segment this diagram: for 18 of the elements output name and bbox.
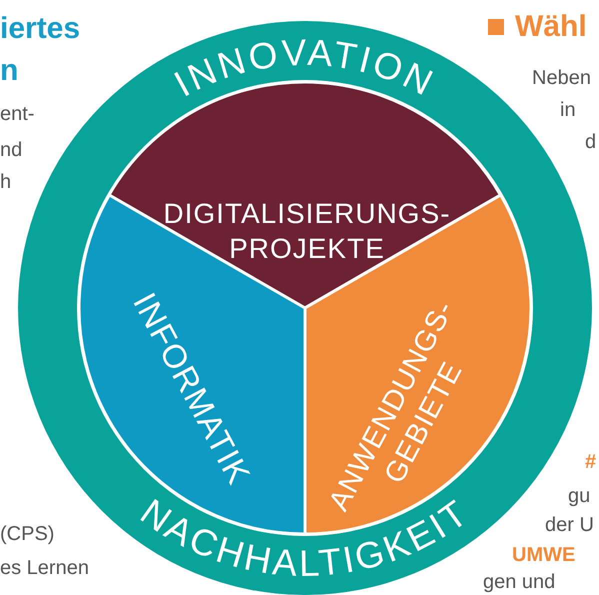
body-text: h — [0, 172, 12, 192]
ring-label: INNOVATION — [168, 32, 442, 105]
heading-text: n — [0, 56, 18, 86]
heading-text: Wähl — [515, 12, 587, 42]
segment-label: DIGITALISIERUNGS- PROJEKTE — [162, 197, 452, 266]
body-text: # — [585, 452, 596, 472]
heading-text: iertes — [0, 14, 80, 44]
body-text: d — [585, 132, 596, 152]
body-text: es Lernen — [0, 558, 89, 578]
body-text: der U — [545, 515, 594, 535]
body-text: in — [560, 100, 576, 120]
body-text: ent- — [0, 104, 34, 124]
body-text: gu — [568, 486, 590, 506]
body-text: gen und — [483, 572, 556, 592]
body-text: UMWE — [512, 545, 576, 565]
body-text: nd — [0, 140, 22, 160]
body-text: Neben — [532, 68, 591, 88]
body-text: (CPS) — [0, 524, 54, 544]
